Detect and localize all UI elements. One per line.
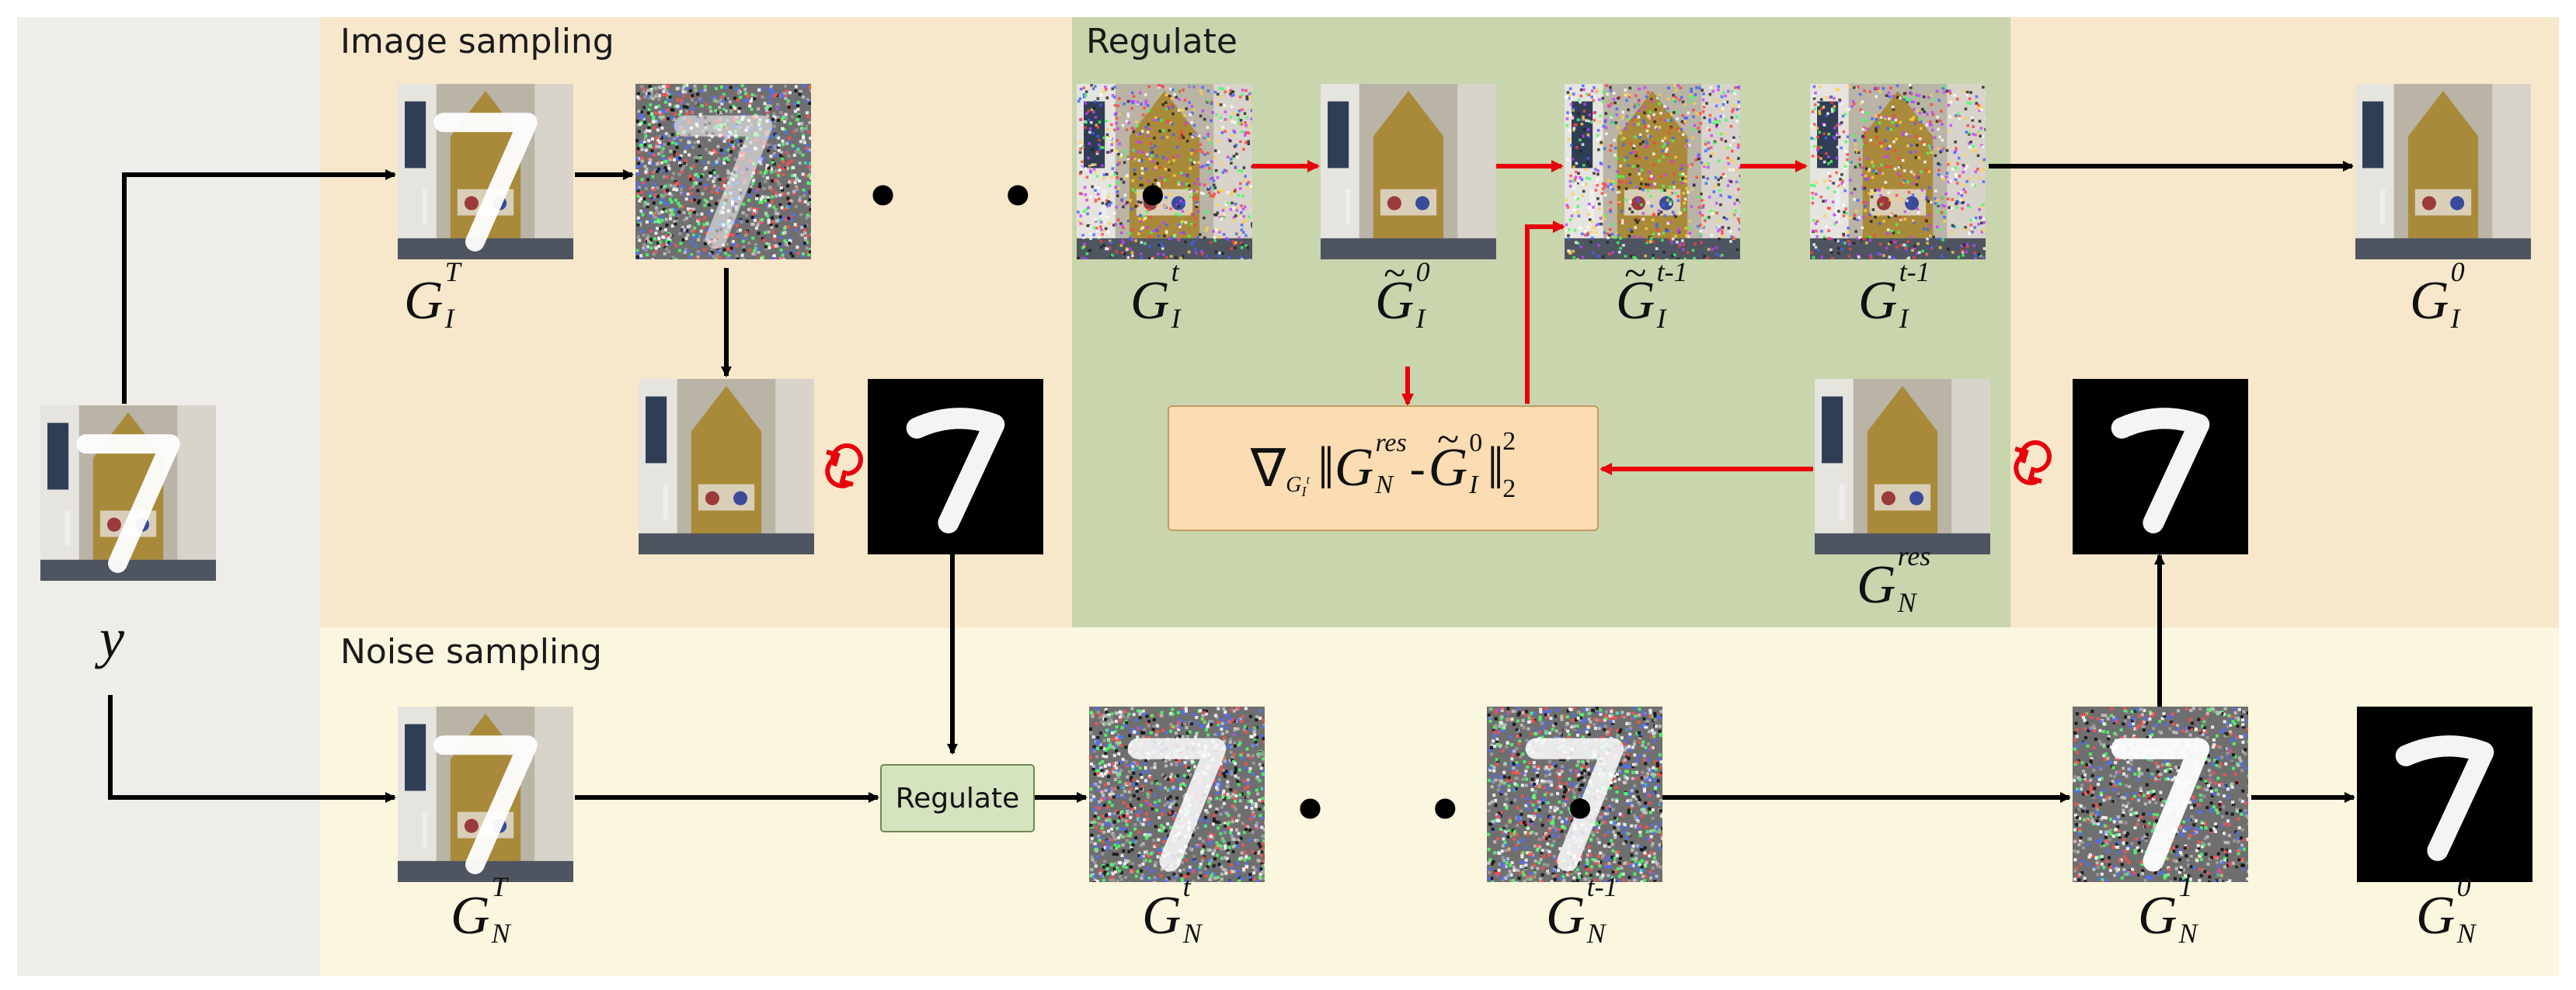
cycle-icon [825, 443, 863, 488]
image-sampling-label: Image sampling [340, 22, 614, 61]
label-gn-1-sub: N [2178, 917, 2198, 949]
label-y: y [99, 607, 124, 669]
formula-term2-base: G [1428, 438, 1468, 498]
tile-gi-tilde-t1 [1565, 84, 1740, 259]
tile-gi-tilde-0 [1321, 84, 1496, 259]
label-gi-T-base: G [404, 270, 444, 331]
regulate-box: Regulate [880, 764, 1035, 832]
label-gi-t-sup: t [1171, 256, 1179, 287]
arrow-y-to-noise [108, 695, 396, 803]
label-gi-tilde-0-sup: 0 [1415, 256, 1430, 287]
tile-gn-t [1089, 707, 1265, 882]
label-gi-tilde-0-base: G [1375, 270, 1415, 331]
label-gi-T-sup: T [444, 256, 461, 287]
ellipsis-image-row: • • • [862, 157, 1210, 238]
label-gn-res-sup: res [1897, 540, 1931, 571]
formula-term1-base: G [1334, 438, 1374, 498]
tile-mask-left [868, 379, 1043, 554]
label-gi-tilde-t1-sup: t-1 [1656, 256, 1688, 287]
tile-gi-estimate [639, 379, 814, 554]
tile-input-y [40, 405, 216, 581]
nabla-symbol: ∇ [1250, 438, 1286, 498]
label-gi-tilde-t1-base: G [1616, 270, 1655, 331]
label-gi-0-base: G [2410, 270, 2449, 331]
grad-sub-sub2: I [1301, 484, 1307, 499]
tile-gn-1 [2073, 707, 2248, 882]
label-gn-0-sup: 0 [2456, 871, 2471, 902]
red-arrow-formula-to-tildet1 [1525, 221, 1565, 404]
formula-norm-sub: 2 [1502, 474, 1516, 503]
tile-gn-0 [2357, 707, 2532, 882]
label-gn-res-sub: N [1897, 586, 1916, 618]
formula-exponent: 2 [1502, 426, 1516, 456]
tile-gi-0 [2355, 84, 2531, 259]
label-gn-T-base: G [451, 885, 490, 946]
tile-gn-res [1815, 379, 1990, 554]
label-gn-t-base: G [1142, 885, 1182, 946]
label-gi-t1-sup: t-1 [1899, 256, 1930, 287]
label-gn-t1-base: G [1546, 885, 1586, 946]
tilde-accent: ~ [1384, 251, 1406, 296]
ellipsis-noise-row: • • • [1290, 770, 1637, 852]
label-gn-t1-sup: t-1 [1586, 871, 1618, 902]
label-gi-0-sup: 0 [2450, 256, 2465, 287]
tile-gn-T [398, 707, 573, 882]
label-gi-T-sub: I [444, 302, 454, 334]
label-gi-tilde-0-sub: I [1415, 302, 1426, 334]
tile-gn-t1 [1487, 707, 1662, 882]
label-gn-T-sub: N [491, 917, 510, 949]
label-gn-t-sup: t [1182, 871, 1191, 902]
tile-gi-noisy [635, 84, 811, 259]
noise-sampling-label: Noise sampling [340, 632, 602, 672]
formula-term1-sup: res [1375, 429, 1407, 458]
label-gi-t1-base: G [1858, 270, 1898, 331]
regulate-region-label: Regulate [1086, 22, 1238, 61]
grad-sub-sup: t [1306, 474, 1310, 487]
label-gn-T-sup: T [491, 871, 507, 902]
tilde-accent: ~ [1624, 251, 1647, 296]
formula-term2-sup: 0 [1469, 429, 1483, 458]
cycle-icon [2014, 440, 2052, 485]
label-gn-t1-sub: N [1586, 917, 1606, 949]
formula-minus: - [1409, 442, 1426, 494]
label-gn-0-base: G [2416, 885, 2456, 946]
label-gi-tilde-t1-sub: I [1656, 302, 1666, 334]
label-gn-1-sup: 1 [2178, 871, 2193, 902]
label-gn-res-base: G [1857, 554, 1896, 615]
tile-gi-t [1077, 84, 1252, 259]
label-gi-t-base: G [1130, 270, 1170, 331]
tile-mask-right [2073, 379, 2248, 554]
tile-gi-t1 [1810, 84, 1986, 259]
formula-term1-sub: N [1375, 471, 1394, 499]
regulate-box-label: Regulate [895, 782, 1020, 815]
label-gn-0-sub: N [2456, 917, 2476, 949]
label-gi-0-sub: I [2450, 302, 2460, 334]
tile-gi-T [398, 84, 573, 259]
label-gi-t1-sub: I [1899, 302, 1909, 334]
formula-term2-sub: I [1469, 471, 1478, 499]
grad-sub: G [1286, 473, 1302, 497]
label-gn-t-sub: N [1182, 917, 1202, 949]
formula-box: ∇ GIt ‖ G res N - ~ G 0 I ‖ 2 2 [1168, 405, 1599, 531]
label-gi-t-sub: I [1171, 302, 1181, 334]
arrow-y-to-image [122, 169, 396, 404]
label-gn-1-base: G [2138, 885, 2177, 946]
